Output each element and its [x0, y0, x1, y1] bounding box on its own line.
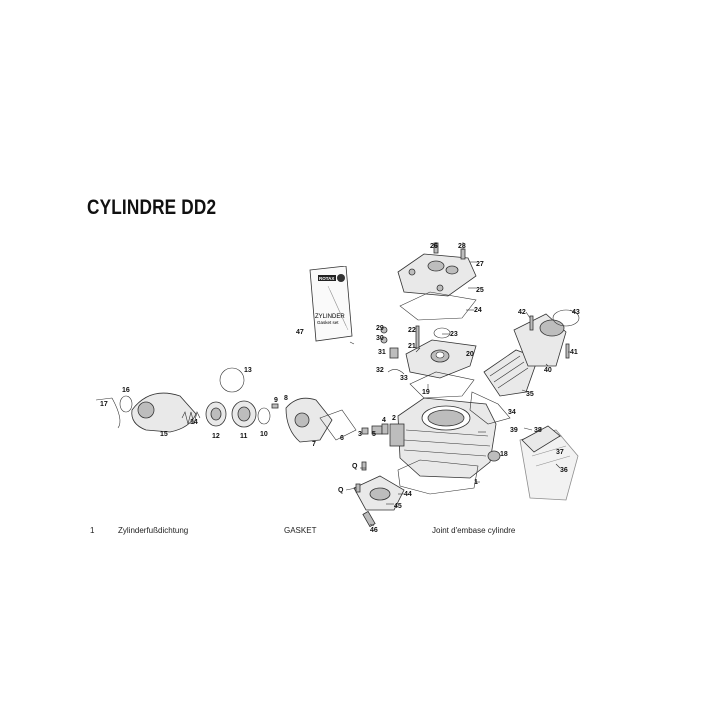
- kit-line1: ZYLINDER: [315, 314, 345, 320]
- label-q-lower: Q: [338, 487, 344, 494]
- label-26: 26: [430, 243, 438, 250]
- label-3: 3: [358, 431, 362, 438]
- reed-petal: [521, 425, 561, 453]
- label-32: 32: [376, 367, 384, 374]
- label-17: 17: [100, 401, 108, 408]
- label-8: 8: [284, 395, 288, 402]
- label-31: 31: [378, 349, 386, 356]
- label-7: 7: [312, 441, 316, 448]
- label-4: 4: [382, 417, 386, 424]
- exhaust-gasket: [469, 391, 511, 425]
- label-20: 20: [466, 351, 474, 358]
- label-12: 12: [212, 433, 220, 440]
- parts-legend-row: 1 Zylinderfußdichtung GASKET Joint d'emb…: [0, 526, 720, 536]
- legend-number: 1: [90, 526, 95, 535]
- label-44: 44: [404, 491, 412, 498]
- gasket-kit-booklet: ROTAX ZYLINDER Gasket set: [308, 265, 354, 342]
- label-39: 39: [510, 427, 518, 434]
- label-40: 40: [544, 367, 552, 374]
- label-15: 15: [160, 431, 168, 438]
- label-34: 34: [508, 409, 516, 416]
- intake-clamp: [552, 309, 580, 327]
- label-33: 33: [400, 375, 408, 382]
- label-47: 47: [296, 329, 304, 336]
- label-5: 5: [372, 431, 376, 438]
- label-45: 45: [394, 503, 402, 510]
- exhaust-valve-assembly: [95, 367, 389, 443]
- label-16: 16: [122, 387, 130, 394]
- exhaust-flange: [353, 475, 405, 511]
- label-24: 24: [474, 307, 482, 314]
- part-labels: 1 2 3 4 5 6 7 8 9 10 11 12 13 14 15 16 1…: [100, 243, 580, 534]
- label-1: 1: [474, 479, 478, 486]
- label-11: 11: [240, 433, 248, 440]
- label-27: 27: [476, 261, 484, 268]
- label-18: 18: [500, 451, 508, 458]
- label-6: 6: [340, 435, 344, 442]
- spacer-18: [487, 450, 501, 462]
- label-46: 46: [370, 527, 378, 534]
- page-title: CYLINDRE DD2: [87, 196, 217, 219]
- label-25: 25: [476, 287, 484, 294]
- label-22: 22: [408, 327, 416, 334]
- label-13: 13: [244, 367, 252, 374]
- label-42: 42: [518, 309, 526, 316]
- label-q-upper: Q: [352, 463, 358, 470]
- cylinder-head-cover: [397, 253, 477, 297]
- cylinder-base-gasket: [397, 459, 479, 495]
- reed-valve-block: [483, 349, 539, 397]
- label-36: 36: [560, 467, 568, 474]
- label-29: 29: [376, 325, 384, 332]
- cylinder-head: [405, 339, 477, 379]
- kit-line2: Gasket set: [317, 320, 339, 325]
- label-43: 43: [572, 309, 580, 316]
- cylinder-gasket: [409, 371, 475, 399]
- label-38: 38: [534, 427, 542, 434]
- label-23: 23: [450, 331, 458, 338]
- cylinder: [389, 397, 497, 479]
- label-28: 28: [458, 243, 466, 250]
- legend-german: Zylinderfußdichtung: [118, 526, 189, 535]
- leader-lines: [345, 242, 575, 527]
- label-41: 41: [570, 349, 578, 356]
- kit-brand-text: ROTAX: [319, 276, 334, 281]
- legend-english: GASKET: [284, 526, 317, 535]
- label-37: 37: [556, 449, 564, 456]
- legend-french: Joint d'embase cylindre: [432, 526, 516, 535]
- studs-and-bolts: [355, 242, 570, 528]
- label-21: 21: [408, 343, 416, 350]
- label-35: 35: [526, 391, 534, 398]
- label-9: 9: [274, 397, 278, 404]
- label-19: 19: [422, 389, 430, 396]
- label-10: 10: [260, 431, 268, 438]
- label-14: 14: [190, 419, 198, 426]
- head-gasket: [399, 291, 477, 321]
- label-30: 30: [376, 335, 384, 342]
- label-2: 2: [392, 415, 396, 422]
